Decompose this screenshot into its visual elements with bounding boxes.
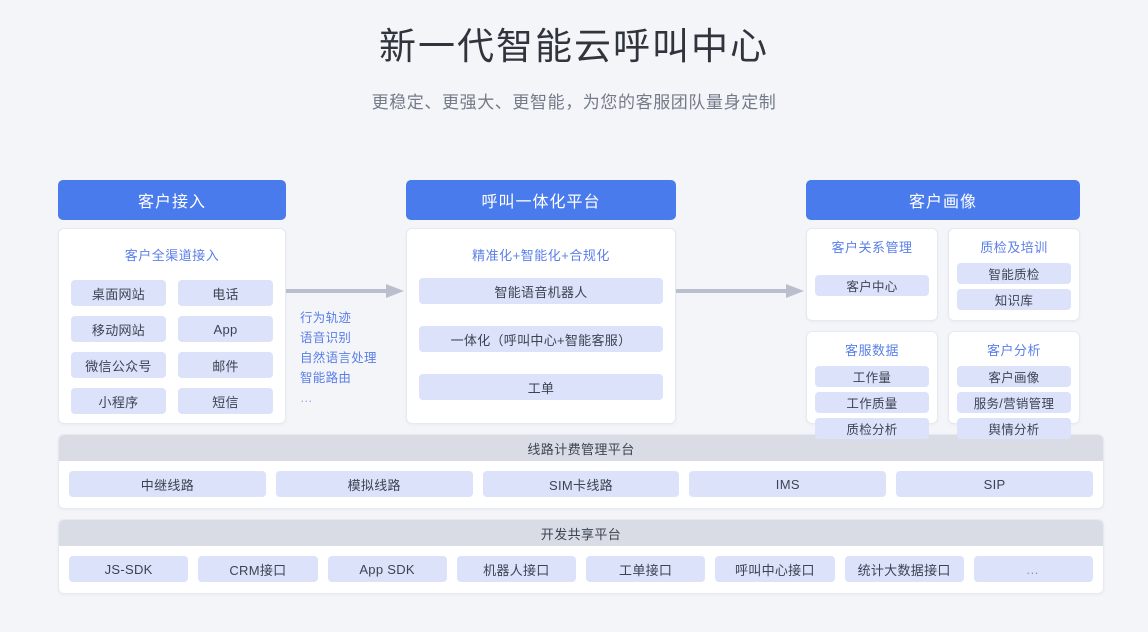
profile-chip[interactable]: 智能质检: [957, 263, 1071, 284]
column-customer-profile: 客户画像 客户关系管理 客户中心 质检及培训 智能质检 知识库: [806, 180, 1080, 439]
subpanel-title: 客服数据: [844, 343, 899, 358]
band-title: 开发共享平台: [59, 520, 1103, 546]
access-chip[interactable]: 微信公众号: [71, 352, 166, 378]
platform-chip[interactable]: 一体化（呼叫中心+智能客服）: [419, 326, 663, 352]
band-dev-platform: 开发共享平台 JS-SDK CRM接口 App SDK 机器人接口 工单接口 呼…: [58, 519, 1104, 594]
sdk-chip[interactable]: 工单接口: [586, 556, 706, 582]
profile-chip[interactable]: 客户画像: [957, 366, 1071, 387]
sdk-chip[interactable]: 呼叫中心接口: [715, 556, 835, 582]
access-channel-grid: 桌面网站 电话 移动网站 App 微信公众号 邮件 小程序 短信: [71, 280, 273, 414]
column-call-platform: 呼叫一体化平台 精准化+智能化+合规化 智能语音机器人 一体化（呼叫中心+智能客…: [406, 180, 676, 424]
subpanel-chip-list: 客户中心: [815, 263, 929, 296]
connector-capability-list: 行为轨迹 语音识别 自然语言处理 智能路由 …: [286, 308, 406, 408]
subpanel-title: 客户关系管理: [831, 240, 913, 255]
page-title: 新一代智能云呼叫中心: [379, 26, 769, 67]
profile-chip[interactable]: 工作量: [815, 366, 929, 387]
platform-panel-title: 精准化+智能化+合规化: [472, 248, 610, 263]
subpanel-service-data: 客服数据 工作量 工作质量 质检分析: [806, 331, 938, 439]
access-chip[interactable]: 电话: [178, 280, 273, 306]
page-subtitle: 更稳定、更强大、更智能，为您的客服团队量身定制: [371, 92, 777, 112]
connector-access-to-platform: 行为轨迹 语音识别 自然语言处理 智能路由 …: [286, 180, 406, 408]
platform-chip[interactable]: 智能语音机器人: [419, 278, 663, 304]
subpanel-title: 客户分析: [986, 343, 1041, 358]
connector-item-more: …: [300, 391, 315, 405]
subpanel-chip-list: 客户画像 服务/营销管理 舆情分析: [957, 366, 1071, 439]
column-header-platform: 呼叫一体化平台: [406, 180, 676, 220]
profile-chip[interactable]: 质检分析: [815, 418, 929, 439]
profile-chip[interactable]: 服务/营销管理: [957, 392, 1071, 413]
band-line-billing: 线路计费管理平台 中继线路 模拟线路 SIM卡线路 IMS SIP: [58, 434, 1104, 509]
access-chip[interactable]: 桌面网站: [71, 280, 166, 306]
profile-chip[interactable]: 知识库: [957, 289, 1071, 310]
arrow-right-icon: [286, 284, 404, 298]
subpanel-chip-list: 工作量 工作质量 质检分析: [815, 366, 929, 439]
access-panel: 客户全渠道接入 桌面网站 电话 移动网站 App 微信公众号 邮件 小程序 短信: [58, 228, 286, 424]
sdk-chip[interactable]: App SDK: [327, 556, 447, 582]
sdk-chip-more[interactable]: …: [973, 556, 1093, 582]
access-chip[interactable]: 移动网站: [71, 316, 166, 342]
subpanel-title: 质检及培训: [980, 240, 1048, 255]
access-panel-title: 客户全渠道接入: [124, 248, 220, 263]
access-chip[interactable]: 小程序: [71, 388, 166, 414]
access-chip[interactable]: App: [178, 316, 273, 342]
sdk-chip[interactable]: CRM接口: [198, 556, 318, 582]
column-customer-access: 客户接入 客户全渠道接入 桌面网站 电话 移动网站 App 微信公众号 邮件 小…: [58, 180, 286, 424]
band-chip-row: JS-SDK CRM接口 App SDK 机器人接口 工单接口 呼叫中心接口 统…: [59, 546, 1103, 593]
hero-section: 新一代智能云呼叫中心 更稳定、更强大、更智能，为您的客服团队量身定制: [0, 0, 1148, 113]
profile-subpanel-grid: 客户关系管理 客户中心 质检及培训 智能质检 知识库 客服数据: [806, 228, 1080, 439]
platform-module-list: 智能语音机器人 一体化（呼叫中心+智能客服） 工单: [419, 278, 663, 400]
connector-item: 智能路由: [300, 371, 352, 385]
arrow-right-icon: [676, 284, 804, 298]
connector-platform-to-profile: [676, 180, 806, 298]
diagram-columns: 客户接入 客户全渠道接入 桌面网站 电话 移动网站 App 微信公众号 邮件 小…: [58, 180, 1104, 439]
line-chip[interactable]: SIM卡线路: [482, 471, 680, 497]
access-chip[interactable]: 短信: [178, 388, 273, 414]
subpanel-customer-analysis: 客户分析 客户画像 服务/营销管理 舆情分析: [948, 331, 1080, 439]
line-chip[interactable]: 中继线路: [69, 471, 266, 497]
profile-chip[interactable]: 客户中心: [815, 275, 929, 296]
subpanel-crm: 客户关系管理 客户中心: [806, 228, 938, 321]
profile-chip[interactable]: 舆情分析: [957, 418, 1071, 439]
connector-item: 语音识别: [300, 331, 352, 345]
architecture-diagram: 客户接入 客户全渠道接入 桌面网站 电话 移动网站 App 微信公众号 邮件 小…: [58, 180, 1104, 594]
band-chip-row: 中继线路 模拟线路 SIM卡线路 IMS SIP: [59, 461, 1103, 508]
column-header-profile: 客户画像: [806, 180, 1080, 220]
subpanel-chip-list: 智能质检 知识库: [957, 263, 1071, 310]
line-chip[interactable]: 模拟线路: [275, 471, 473, 497]
line-chip[interactable]: IMS: [689, 471, 887, 497]
platform-panel: 精准化+智能化+合规化 智能语音机器人 一体化（呼叫中心+智能客服） 工单: [406, 228, 676, 424]
connector-item: 行为轨迹: [300, 311, 352, 325]
subpanel-quality-training: 质检及培训 智能质检 知识库: [948, 228, 1080, 321]
access-chip[interactable]: 邮件: [178, 352, 273, 378]
sdk-chip[interactable]: JS-SDK: [69, 556, 189, 582]
sdk-chip[interactable]: 统计大数据接口: [844, 556, 964, 582]
band-title: 线路计费管理平台: [59, 435, 1103, 461]
line-chip[interactable]: SIP: [896, 471, 1093, 497]
platform-chip[interactable]: 工单: [419, 374, 663, 400]
column-header-access: 客户接入: [58, 180, 286, 220]
profile-chip[interactable]: 工作质量: [815, 392, 929, 413]
connector-item: 自然语言处理: [300, 351, 377, 365]
sdk-chip[interactable]: 机器人接口: [456, 556, 576, 582]
